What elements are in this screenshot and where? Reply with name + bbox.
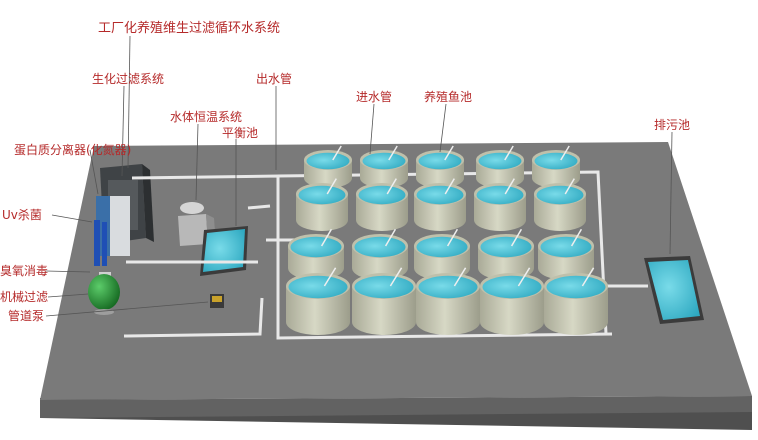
- fish-tank: [414, 178, 466, 231]
- fish-pond-grid: [286, 145, 608, 335]
- thermostat-label: 水体恒温系统: [170, 110, 243, 124]
- fish-tank: [480, 267, 544, 335]
- fish-tank: [474, 178, 526, 231]
- fish-tank: [356, 178, 408, 231]
- protein-skimmer: [96, 196, 130, 256]
- fish-tank: [288, 228, 344, 280]
- drain-pond-shape: [644, 256, 704, 324]
- fish-tank: [286, 267, 350, 335]
- biofilter-label: 生化过滤系统: [92, 72, 165, 86]
- fish-tank: [476, 145, 524, 188]
- pipe-pump: [210, 294, 224, 308]
- fish-tank: [538, 228, 594, 280]
- floor-edge: [40, 396, 752, 418]
- fish-tank: [414, 228, 470, 280]
- title-label: 工厂化养殖维生过滤循环水系统: [98, 21, 281, 36]
- fish-tank: [416, 145, 464, 188]
- inlet-pipe-label: 进水管: [356, 90, 393, 104]
- fish-tank: [478, 228, 534, 280]
- fish-tank: [360, 145, 408, 188]
- mech-filter-label: 机械过滤: [0, 290, 49, 304]
- fish-tank: [534, 178, 586, 231]
- drain-pond-label: 排污池: [654, 118, 691, 132]
- fish-tank: [532, 145, 580, 188]
- leader-lines: [45, 35, 673, 317]
- balance-tank-label: 平衡池: [222, 126, 259, 140]
- ozone-label: 臭氧消毒: [0, 264, 49, 278]
- protein-skimmer-label: 蛋白质分离器(化氮器): [14, 143, 132, 157]
- fish-ponds-label: 养殖鱼池: [424, 90, 473, 104]
- fish-tank: [544, 267, 608, 335]
- fish-tank: [352, 267, 416, 335]
- uv-label: Uv杀菌: [2, 208, 42, 222]
- outlet-pipe-label: 出水管: [256, 72, 293, 86]
- uv-sterilizer: [94, 220, 107, 266]
- fish-tank: [352, 228, 408, 280]
- fish-tank: [296, 178, 348, 231]
- fish-tank: [416, 267, 480, 335]
- pump-label: 管道泵: [8, 309, 45, 323]
- fish-tank: [304, 145, 352, 188]
- balance-tank-shape: [200, 226, 248, 276]
